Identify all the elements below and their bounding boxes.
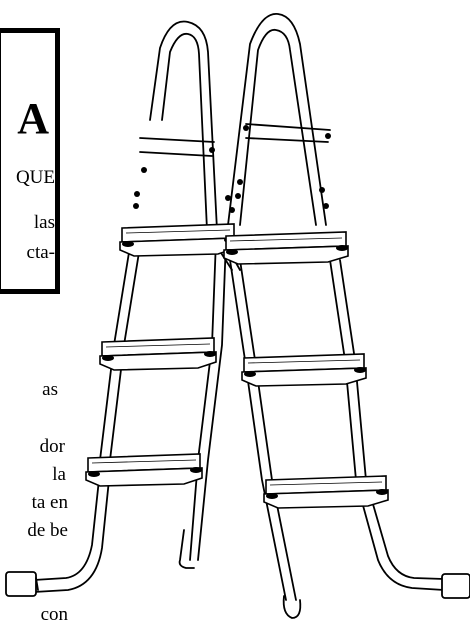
body-text-line: la [52, 464, 66, 485]
warning-heading: A [17, 94, 49, 143]
warning-box: A QUE las cta- [0, 28, 60, 294]
body-text-line: de be [27, 520, 68, 541]
body-text-line: dor [39, 436, 65, 457]
warning-line: cta- [26, 242, 55, 263]
warning-line: las [33, 212, 55, 233]
body-text-line: ta en [31, 492, 68, 513]
body-text-line: as [42, 379, 58, 400]
body-text-line: con [40, 604, 68, 625]
warning-line: QUE [15, 167, 55, 188]
